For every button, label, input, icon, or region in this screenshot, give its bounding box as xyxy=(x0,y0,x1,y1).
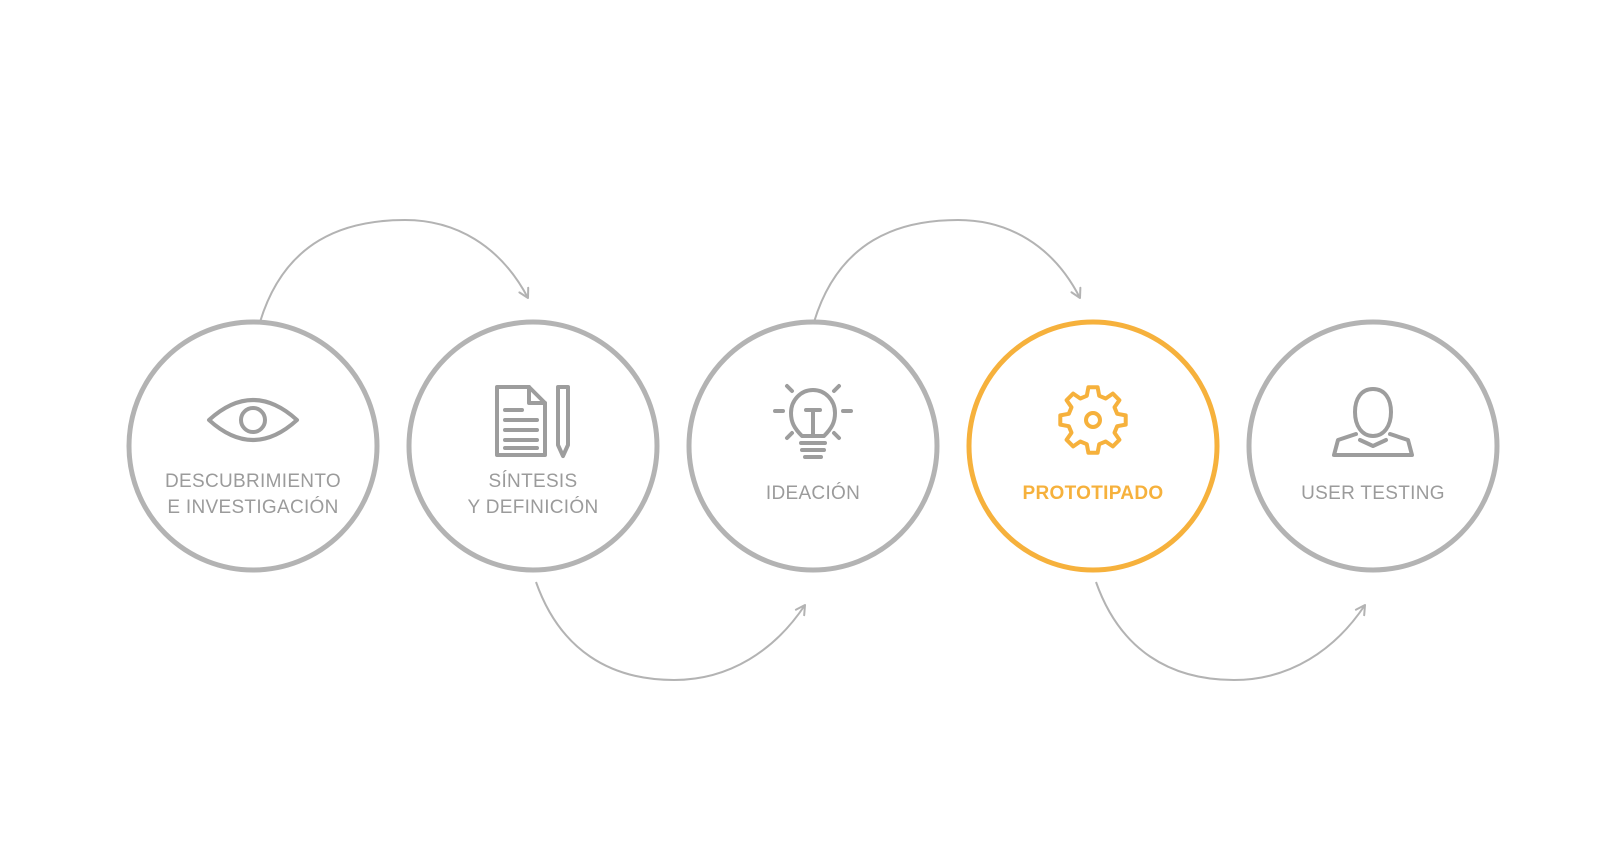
connector-arrow-2-3 xyxy=(535,581,806,682)
connector-arrow-3-4 xyxy=(813,218,1082,323)
step-label-line1: DESCUBRIMIENTO xyxy=(165,471,341,492)
document-pencil-icon xyxy=(495,385,570,458)
step-label-line1: USER TESTING xyxy=(1301,483,1445,504)
eye-icon xyxy=(207,398,299,442)
step-sintesis: SÍNTESIS Y DEFINICIÓN xyxy=(406,319,660,573)
step-circle xyxy=(966,319,1220,573)
gear-icon xyxy=(1058,385,1128,455)
step-circle xyxy=(686,319,940,573)
connector-arrow-1-2 xyxy=(259,218,530,323)
lightbulb-icon xyxy=(773,384,853,459)
step-label-line1: IDEACIÓN xyxy=(766,482,860,504)
user-icon xyxy=(1332,387,1414,457)
step-ideacion: IDEACIÓN xyxy=(686,319,940,573)
step-descubrimiento: DESCUBRIMIENTO E INVESTIGACIÓN xyxy=(126,319,380,573)
step-label-line1: SÍNTESIS xyxy=(489,471,578,492)
connector-arrow-4-5 xyxy=(1095,581,1366,682)
step-user-testing: USER TESTING xyxy=(1246,319,1500,573)
step-prototipado: PROTOTIPADO xyxy=(966,319,1220,573)
step-label-line2: E INVESTIGACIÓN xyxy=(167,496,338,518)
connectors xyxy=(259,218,1366,682)
step-circle xyxy=(126,319,380,573)
step-label-line2: Y DEFINICIÓN xyxy=(468,496,599,518)
step-label-line1: PROTOTIPADO xyxy=(1023,483,1164,504)
